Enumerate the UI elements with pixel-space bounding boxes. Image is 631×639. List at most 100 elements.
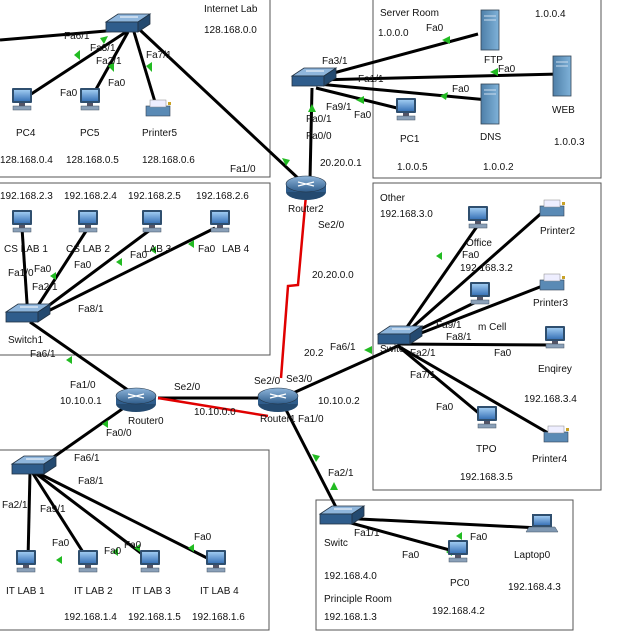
other-title: Other	[380, 193, 406, 204]
switch-principle-icon[interactable]	[319, 505, 365, 525]
port-label: Fa0	[198, 244, 216, 255]
port-label: Fa1/1	[358, 74, 384, 85]
port-label: Fa0	[130, 250, 148, 261]
it-lab2-icon[interactable]	[77, 549, 99, 573]
printer5-icon[interactable]	[145, 99, 172, 117]
cs-lab1-icon[interactable]	[11, 209, 33, 233]
port-label: Fa2/1	[96, 56, 122, 67]
port-label: Fa7/1	[146, 50, 172, 61]
other-network: 192.168.3.0	[380, 209, 433, 220]
port-label: Fa2/1	[328, 468, 354, 479]
router2-icon[interactable]	[285, 175, 327, 201]
printer4-label: Printer4	[532, 454, 567, 465]
port-label: Fa6/1	[64, 31, 90, 42]
cs-lab1-ip: 192.168.2.3	[0, 191, 53, 202]
r0-r1-serial-net: 10.10.0.0	[194, 407, 236, 418]
principle-room-area	[315, 499, 574, 631]
pc1-icon[interactable]	[395, 97, 417, 121]
port-label: Fa0	[108, 78, 126, 89]
switch-other-icon[interactable]	[377, 325, 423, 345]
switch1-icon[interactable]	[5, 303, 51, 323]
dns-server-icon[interactable]	[480, 83, 500, 125]
office-ip: 192.168.3.2	[460, 263, 513, 274]
exam-cell-icon[interactable]	[469, 281, 491, 305]
router1-icon[interactable]	[257, 387, 299, 413]
pc4-ip: 128.168.0.4	[0, 155, 53, 166]
r1-lan-ip: 10.10.0.2	[318, 396, 360, 407]
pc4-icon[interactable]	[11, 87, 33, 111]
port-label: Fa0	[194, 532, 212, 543]
router1-label: Router1	[260, 414, 296, 425]
port-label: Fa0	[470, 532, 488, 543]
port-label: Fa8/1	[78, 304, 104, 315]
port-label: Fa0	[52, 538, 70, 549]
lab3-label: LAB 3	[144, 244, 172, 255]
web-server-icon[interactable]	[552, 55, 572, 97]
switch-internet-lab[interactable]	[105, 13, 151, 33]
pc0-icon[interactable]	[447, 539, 469, 563]
port-label: Fa0	[354, 110, 372, 121]
switch0-icon[interactable]	[11, 455, 57, 475]
port-label: Fa8/1	[78, 476, 104, 487]
principle-room-title: Principle Room	[324, 594, 392, 605]
cs-lab-area	[0, 182, 271, 356]
router2-label: Router2	[288, 204, 324, 215]
printer4-icon[interactable]	[543, 425, 570, 443]
it-lab4-label: IT LAB 4	[200, 586, 239, 597]
laptop0-icon[interactable]	[525, 513, 559, 533]
r2-server-ip: 20.20.0.1	[320, 158, 362, 169]
pc5-icon[interactable]	[79, 87, 101, 111]
router0-icon[interactable]	[115, 387, 157, 413]
lab3-ip: 192.168.2.5	[128, 191, 181, 202]
switch-server-room[interactable]	[291, 67, 337, 87]
pc0-ip: 192.168.4.2	[432, 606, 485, 617]
port-label: Fa6/1	[330, 342, 356, 353]
port-label: Fa2/1	[2, 500, 28, 511]
port-label: Fa3/1	[90, 43, 116, 54]
office-icon[interactable]	[467, 205, 489, 229]
switch-other-label: Switc	[380, 344, 404, 355]
port-label: Fa0	[426, 23, 444, 34]
cs-lab2-ip: 192.168.2.4	[64, 191, 117, 202]
printer5-ip: 128.168.0.6	[142, 155, 195, 166]
printer5-label: Printer5	[142, 128, 177, 139]
ftp-ip: 1.0.0.4	[535, 9, 566, 20]
it-lab3-icon[interactable]	[139, 549, 161, 573]
cs-lab2-icon[interactable]	[77, 209, 99, 233]
ftp-label: FTP	[484, 55, 503, 66]
tpo-icon[interactable]	[476, 405, 498, 429]
lab4-icon[interactable]	[209, 209, 231, 233]
serial-link-r2-r1	[279, 194, 308, 379]
it-lab3-label: IT LAB 3	[132, 586, 171, 597]
internet-lab-area	[0, 0, 271, 178]
it-lab1-label: IT LAB 1	[6, 586, 45, 597]
it-lab4-icon[interactable]	[205, 549, 227, 573]
printer3-icon[interactable]	[539, 273, 566, 291]
port-label: Fa0	[494, 348, 512, 359]
lab4-ip: 192.168.2.6	[196, 191, 249, 202]
port-label: Fa0/0	[306, 131, 332, 142]
pc4-label: PC4	[16, 128, 36, 139]
port-label: Fa6/1	[30, 349, 56, 360]
port-label: Fa6/1	[74, 453, 100, 464]
pc0-label: PC0	[450, 578, 470, 589]
it-lab-area	[0, 449, 270, 631]
enqirey-label: Enqirey	[538, 364, 572, 375]
ethernet-links	[0, 28, 561, 564]
port-label: Fa9/1	[326, 102, 352, 113]
port-label: Fa0	[60, 88, 78, 99]
it-lab3-ip: 192.168.1.5	[128, 612, 181, 623]
enqirey-ip: 192.168.3.4	[524, 394, 577, 405]
lab3-icon[interactable]	[141, 209, 163, 233]
port-label: Fa0	[74, 260, 92, 271]
pc5-label: PC5	[80, 128, 100, 139]
pc1-ip: 1.0.0.5	[397, 162, 428, 173]
it-lab1-icon[interactable]	[15, 549, 37, 573]
port-label: Fa9/1	[436, 320, 462, 331]
port-label: Fa0	[452, 84, 470, 95]
it-lab4-ip: 192.168.1.6	[192, 612, 245, 623]
enqirey-icon[interactable]	[544, 325, 566, 349]
ftp-server-icon[interactable]	[480, 9, 500, 51]
port-label: Se2/0	[254, 376, 281, 387]
printer2-icon[interactable]	[539, 199, 566, 217]
